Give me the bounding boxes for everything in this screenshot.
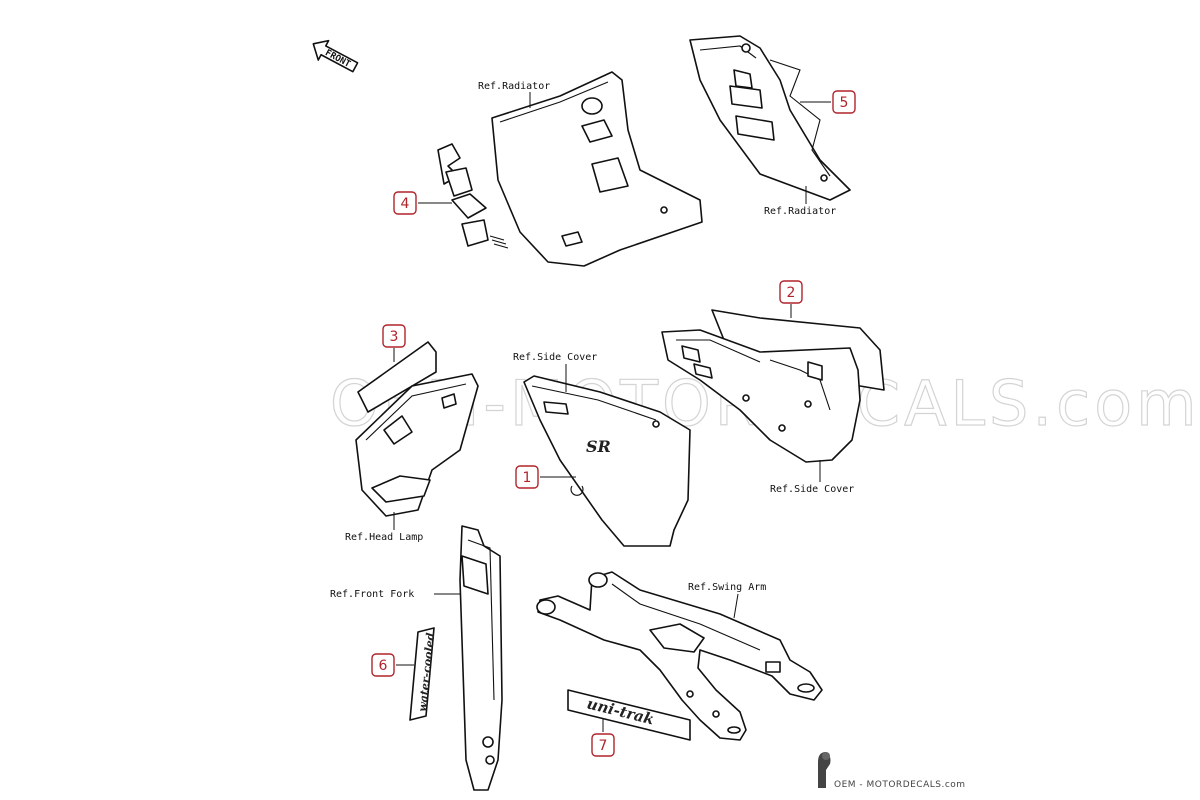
callout-3-number: 3 (390, 329, 399, 345)
callout-4-number: 4 (401, 196, 410, 212)
decal-part-6: water-cooled (409, 627, 437, 721)
side-cover-right (661, 329, 861, 463)
callout-6: 6 (371, 653, 414, 677)
decal-part-3 (357, 341, 437, 413)
callout-1: 1 (515, 465, 576, 489)
brand-logo-icon (818, 752, 831, 788)
ref-radiator-right: Ref.Radiator (764, 186, 836, 217)
ref-front-fork: Ref.Front Fork (330, 589, 460, 600)
ref-swing-arm-label: Ref.Swing Arm (688, 582, 766, 593)
callout-6-number: 6 (379, 658, 388, 674)
ref-radiator-right-label: Ref.Radiator (764, 206, 836, 217)
ref-side-cover-right-label: Ref.Side Cover (770, 484, 854, 495)
callout-4: 4 (393, 191, 452, 215)
ref-swing-arm: Ref.Swing Arm (688, 582, 766, 619)
ref-side-cover-right: Ref.Side Cover (770, 460, 854, 495)
radiator-shroud-left (491, 71, 703, 267)
callout-2: 2 (779, 280, 803, 318)
footer-brand: OEM - MOTORDECALS.com (818, 752, 966, 790)
callout-5: 5 (800, 90, 856, 114)
ref-head-lamp-label: Ref.Head Lamp (345, 532, 423, 543)
callout-1-number: 1 (523, 470, 532, 486)
callout-5-number: 5 (840, 95, 849, 111)
ref-front-fork-label: Ref.Front Fork (330, 589, 414, 600)
head-lamp-cover (355, 373, 479, 517)
decal-part-4 (437, 143, 509, 249)
ref-side-cover-left-label: Ref.Side Cover (513, 352, 597, 363)
ref-radiator-left: Ref.Radiator (478, 81, 550, 108)
swing-arm (536, 571, 823, 741)
decal-part-7: uni-trak (567, 689, 691, 741)
ref-side-cover-left: Ref.Side Cover (513, 352, 597, 392)
callout-2-number: 2 (787, 285, 796, 301)
radiator-shroud-part-5 (689, 35, 851, 201)
side-cover-left: SR (523, 375, 691, 547)
footer-brand-text: OEM - MOTORDECALS.com (834, 780, 966, 790)
front-arrow-icon: FRONT (312, 39, 359, 73)
callout-3: 3 (382, 324, 406, 362)
front-fork-guard (459, 525, 503, 791)
ref-head-lamp: Ref.Head Lamp (345, 512, 423, 543)
callout-7: 7 (591, 718, 615, 757)
side-cover-logo: SR (586, 437, 611, 456)
ref-radiator-left-label: Ref.Radiator (478, 81, 550, 92)
callout-7-number: 7 (599, 738, 608, 754)
